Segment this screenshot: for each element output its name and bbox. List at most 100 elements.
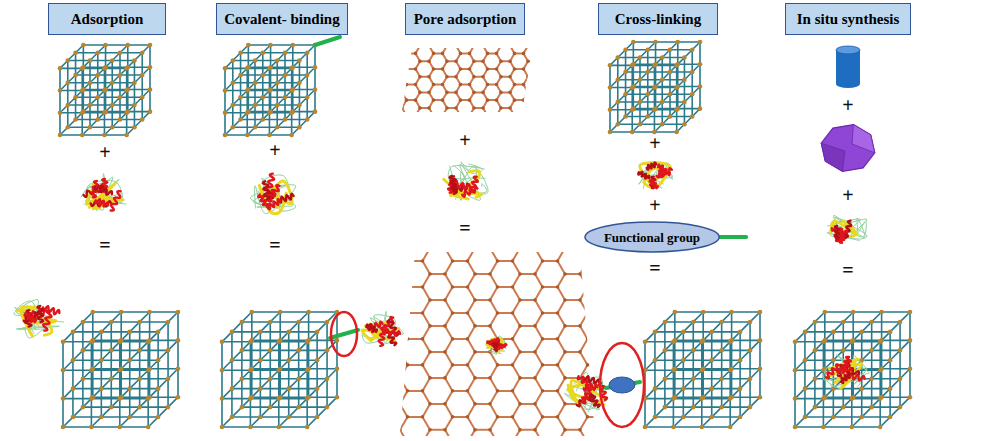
pore-network-part xyxy=(361,389,365,393)
mof-cube-part xyxy=(230,358,235,363)
pore-network-part xyxy=(518,324,522,328)
pore-network-part xyxy=(441,52,445,56)
method-title: Cross-linking xyxy=(615,10,701,28)
pore-network-part xyxy=(488,246,492,250)
pore-network-part xyxy=(495,130,499,134)
pore-network-part xyxy=(623,402,627,406)
pore-network-part xyxy=(454,91,458,95)
pore-network-part xyxy=(378,20,382,24)
pore-network-part xyxy=(473,376,477,380)
mof-cube-part xyxy=(673,310,678,315)
mof-cube-part xyxy=(297,80,302,85)
mof-cube-part xyxy=(286,330,291,335)
pore-network-part xyxy=(387,114,391,118)
mof-cube-part xyxy=(156,330,161,335)
pore-network-part xyxy=(468,36,472,40)
pore-network-part xyxy=(601,311,605,315)
mof-cube-part xyxy=(645,114,650,119)
pore-network-part xyxy=(526,44,530,48)
pore-network-part xyxy=(533,324,537,328)
pore-network-part xyxy=(535,28,539,32)
mof-cube-part xyxy=(908,366,913,371)
mof-cube-part xyxy=(663,348,668,353)
pore-network-part xyxy=(473,350,477,354)
pore-network-part xyxy=(535,137,539,141)
pore-network-part xyxy=(398,376,402,380)
mof-cube-part xyxy=(908,395,913,400)
mof-cube-part xyxy=(638,122,643,127)
pore-network-part xyxy=(508,122,512,126)
mof-cube-part xyxy=(305,368,310,373)
pore-network-part xyxy=(445,137,449,141)
mof-cube-part xyxy=(305,340,310,345)
pore-network-part xyxy=(486,52,490,56)
mof-cube-part xyxy=(176,338,181,343)
pore-network-part xyxy=(486,36,490,40)
operator-sign: + xyxy=(269,139,280,161)
enzyme-part xyxy=(827,217,867,241)
pore-network-part xyxy=(421,311,425,315)
mof-cube-part xyxy=(240,348,245,353)
functional-group-mark xyxy=(609,377,635,393)
mof-cube-part xyxy=(793,425,798,430)
pore-network-part xyxy=(608,402,612,406)
pore-network-part xyxy=(445,91,449,95)
mof-cube-part xyxy=(681,386,686,391)
pore-network-part xyxy=(376,285,380,289)
pore-network-part xyxy=(518,350,522,354)
pore-network-part xyxy=(466,311,470,315)
mof-cube-part xyxy=(61,368,66,373)
mof-cube xyxy=(58,43,153,138)
pore-network-part xyxy=(623,428,627,432)
mof-cube-part xyxy=(315,386,320,391)
pore-network-part xyxy=(533,428,537,432)
mof-cube-part xyxy=(888,415,893,420)
mof-cube-part xyxy=(148,109,153,114)
pore-network-part xyxy=(518,220,522,224)
pore-network-part xyxy=(473,402,477,406)
pore-network-part xyxy=(459,114,463,118)
pore-network-part xyxy=(451,389,455,393)
pore-network-part xyxy=(608,272,612,276)
metal-precursor-part xyxy=(836,46,860,54)
mof-cube-part xyxy=(296,348,301,353)
mof-cube-part xyxy=(615,77,620,82)
mof-cube-part xyxy=(630,107,635,112)
pore-network-part xyxy=(496,311,500,315)
mof-cube-part xyxy=(230,415,235,420)
mof-cube-part xyxy=(80,66,85,71)
mof-cube-part xyxy=(276,368,281,373)
mof-cube-part xyxy=(58,133,63,138)
pore-network-part xyxy=(391,44,395,48)
mof-cube-part xyxy=(118,73,123,78)
pore-network-part xyxy=(623,298,627,302)
pore-network-part xyxy=(481,137,485,141)
pore-network-part xyxy=(421,389,425,393)
pore-network-part xyxy=(361,415,365,419)
pore-network-part xyxy=(495,114,499,118)
pore-network-part xyxy=(586,259,590,263)
pore-network-part xyxy=(443,376,447,380)
pore-network-part xyxy=(418,59,422,63)
mof-cube-part xyxy=(668,92,673,97)
pore-network-part xyxy=(526,28,530,32)
pore-network-part xyxy=(383,376,387,380)
mof-cube-part xyxy=(248,425,253,430)
mof-cube-part xyxy=(223,133,228,138)
pore-network-part xyxy=(378,36,382,40)
operator-sign: + xyxy=(459,129,470,151)
pore-network-part xyxy=(511,233,515,237)
pore-network-part xyxy=(361,311,365,315)
pore-network-part xyxy=(376,337,380,341)
mof-cube-part xyxy=(878,396,883,401)
pore-network-part xyxy=(391,122,395,126)
pore-network-part xyxy=(563,324,567,328)
pore-network-part xyxy=(405,52,409,56)
pore-network-part xyxy=(432,36,436,40)
pore-network-part xyxy=(623,324,627,328)
pore-network-part xyxy=(608,324,612,328)
pore-network-part xyxy=(443,350,447,354)
pore-network-part xyxy=(472,59,476,63)
pore-network-part xyxy=(578,350,582,354)
